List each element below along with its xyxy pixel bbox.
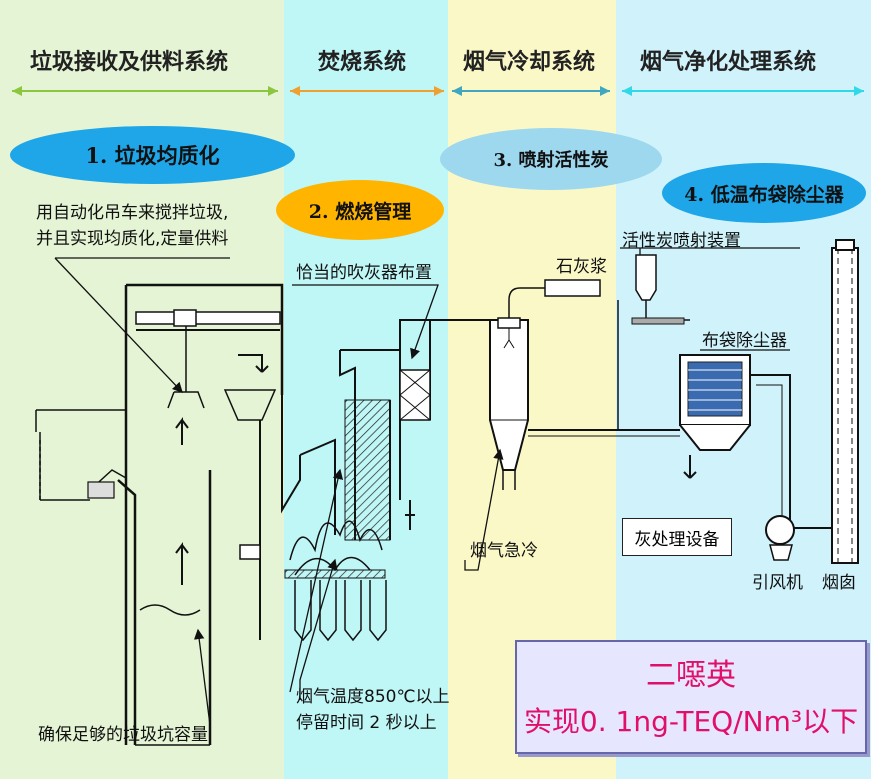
- gas-temperature-label: 烟气温度850℃以上: [296, 687, 450, 707]
- crane-label-line1: 用自动化吊车来搅拌垃圾,: [36, 203, 229, 223]
- step-3-label: 3. 喷射活性炭: [493, 150, 609, 171]
- quench-tower: [489, 279, 680, 490]
- callout-lines: [54, 247, 800, 726]
- section-arrows: [12, 86, 864, 96]
- chimney-drawing: [831, 239, 859, 564]
- residence-time-label: 停留时间 2 秒以上: [296, 713, 437, 733]
- fan-label: 引风机: [752, 573, 803, 593]
- step-4-oval: 4. 低温布袋除尘器: [662, 163, 866, 223]
- bag-filter-label: 布袋除尘器: [702, 331, 787, 351]
- header-cooling: 烟气冷却系统: [463, 49, 596, 75]
- step-1-label: 1. 垃圾均质化: [85, 143, 220, 168]
- bag-filter-system: [617, 254, 835, 561]
- furnace: [239, 319, 490, 642]
- crane-label-line2: 并且实现均质化,定量供料: [36, 229, 229, 249]
- step-1-oval: 1. 垃圾均质化: [10, 126, 295, 184]
- waste-pit: [35, 283, 284, 746]
- step-3-oval: 3. 喷射活性炭: [440, 128, 662, 190]
- dioxin-target: 实现0. 1ng-TEQ/Nm³以下: [523, 705, 859, 738]
- quench-label: 烟气急冷: [470, 541, 538, 561]
- header-receiving: 垃圾接收及供料系统: [30, 49, 229, 75]
- lime-slurry-label: 石灰浆: [556, 257, 607, 277]
- carbon-injector-label: 活性炭喷射装置: [622, 231, 741, 251]
- soot-blower-label: 恰当的吹灰器布置: [296, 263, 432, 283]
- step-2-oval: 2. 燃烧管理: [276, 180, 444, 240]
- dioxin-target-box: 二噁英 实现0. 1ng-TEQ/Nm³以下: [515, 640, 867, 754]
- dioxin-title: 二噁英: [646, 658, 736, 693]
- pit-capacity-label: 确保足够的垃圾坑容量: [38, 725, 208, 745]
- ash-treatment-box: 灰处理设备: [622, 518, 732, 556]
- header-purification: 烟气净化处理系统: [640, 49, 817, 75]
- chimney-label: 烟囱: [822, 573, 856, 593]
- header-incineration: 焚烧系统: [318, 49, 407, 75]
- step-2-label: 2. 燃烧管理: [308, 200, 412, 223]
- ash-treatment-label: 灰处理设备: [634, 529, 720, 550]
- step-4-label: 4. 低温布袋除尘器: [684, 183, 844, 206]
